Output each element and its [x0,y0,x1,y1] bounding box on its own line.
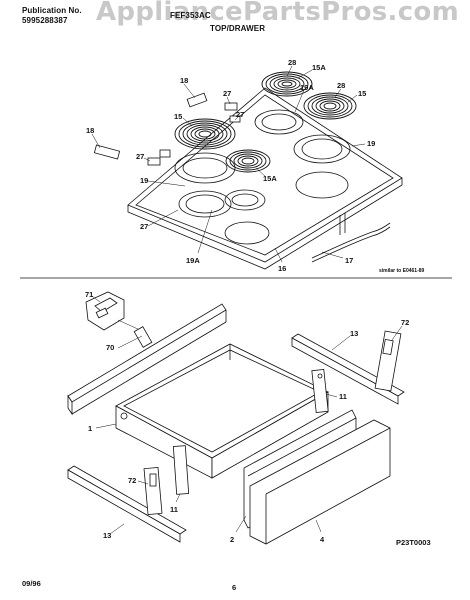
drawer-rail-right [291,333,405,405]
drawer-slide-left-lower [172,445,190,495]
footer-page-number: 6 [232,583,236,592]
drawer-assembly [67,291,405,545]
drip-bowl-left [174,152,236,184]
footer-date: 09/96 [22,579,41,588]
surface-element-center [225,149,271,173]
callout-13: 13 [350,329,358,338]
drawer-slide-right-upper [311,369,329,413]
watermark: AppliancePartsPros.com [96,0,459,27]
drip-bowl-front-left [178,190,232,218]
drawer-rail-left-lower [67,465,187,543]
figure-code: P23T0003 [396,538,431,547]
callout-19: 19 [367,139,375,148]
receptacle-bracket-rear [186,92,208,108]
surface-element-left [174,118,236,150]
leaders-bottom [91,295,403,535]
callout-11: 11 [339,392,347,401]
terminal-block-rear [224,102,238,111]
callout-16: 16 [278,264,286,273]
drawer-rail-left [67,303,227,416]
callout-15a: 15A [263,174,277,183]
callout-18: 18 [86,126,94,135]
callout-1: 1 [88,424,92,433]
drip-bowl-right [293,134,351,164]
callout-15: 15 [174,112,182,121]
terminal-block-left-2 [159,149,171,158]
callout-13: 13 [103,531,111,540]
callout-28: 28 [337,81,345,90]
callout-11: 11 [170,505,178,514]
drawer-bracket-left-lower [143,467,163,515]
surface-element-right [303,92,357,120]
callout-72: 72 [401,318,409,327]
cooktop-assembly [91,65,403,270]
callouts-bottom: 71 70 72 13 11 1 72 11 13 2 4 P23T0003 [85,290,431,547]
drawer-body [115,343,329,479]
drawer-roller-inset [85,291,141,331]
leaders-top [91,65,366,263]
callout-72: 72 [128,476,136,485]
callout-27: 27 [223,89,231,98]
drawer-front-outer [249,419,391,545]
callout-4: 4 [320,535,325,544]
drip-bowl-center [224,189,266,211]
receptacle-bracket-left [93,144,121,160]
callout-27: 27 [140,222,148,231]
drip-bowl-front-center [224,221,270,245]
terminal-block-left [147,157,161,166]
drip-bowl-rear [254,109,304,135]
callout-27: 27 [136,152,144,161]
callout-17: 17 [345,256,353,265]
callout-19a: 19A [186,256,200,265]
callout-28: 28 [288,58,296,67]
similar-note: similar to E0461-89 [379,268,425,274]
publication-number: 5995288387 [22,16,68,25]
section-title: TOP/DRAWER [210,24,266,33]
callout-2: 2 [230,535,234,544]
callout-27: 27 [236,110,244,119]
callouts-top: 28 15A 18 27 19A 28 15 15 27 19 18 27 19… [86,58,425,274]
callout-70: 70 [106,343,114,352]
callout-19a: 19A [300,83,314,92]
drawer-bracket-right-upper [374,330,402,392]
callout-19: 19 [140,176,148,185]
wire-harness [311,222,391,259]
publication-label: Publication No. [22,6,82,15]
model-number: FEF353AC [170,11,211,20]
terminal-block-mid [229,115,241,123]
callout-71: 71 [85,290,93,299]
cooktop-front-edge [127,178,403,270]
callout-18: 18 [180,76,188,85]
callout-15a: 15A [312,63,326,72]
drip-bowl-front-right [295,171,349,199]
callout-15: 15 [358,89,366,98]
surface-element-rear [261,71,313,97]
